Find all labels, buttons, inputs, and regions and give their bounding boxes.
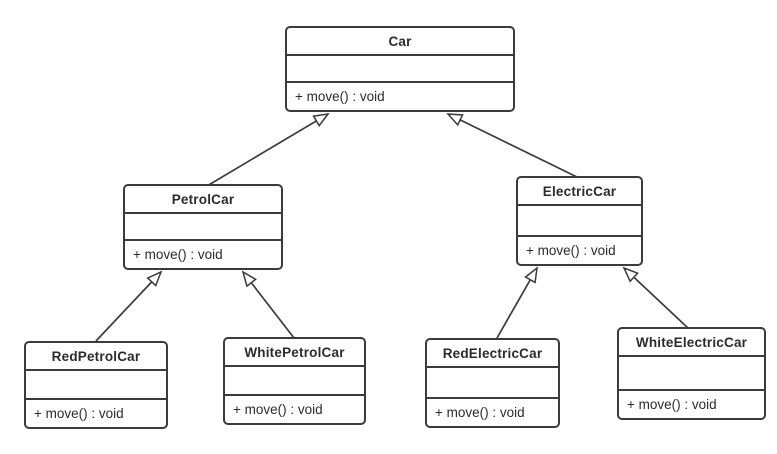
class-method: + move() : void — [287, 81, 513, 110]
class-method: + move() : void — [26, 398, 166, 427]
edge-whiteelectriccar-to-electriccar — [622, 266, 689, 329]
class-box-petrolcar[interactable]: PetrolCar + move() : void — [123, 184, 283, 270]
class-method: + move() : void — [225, 394, 364, 423]
class-attributes-compartment — [26, 369, 166, 398]
class-name: RedElectricCar — [442, 345, 543, 361]
class-box-redpetrolcar[interactable]: RedPetrolCar + move() : void — [24, 341, 168, 429]
class-name: PetrolCar — [171, 191, 235, 207]
edge-electriccar-to-car — [446, 113, 578, 178]
class-name: ElectricCar — [542, 183, 617, 199]
class-attributes-compartment — [287, 54, 513, 81]
class-attributes-compartment — [619, 355, 764, 389]
class-method: + move() : void — [518, 235, 641, 264]
class-attributes-compartment — [225, 365, 364, 394]
class-box-electriccar[interactable]: ElectricCar + move() : void — [516, 176, 643, 266]
edge-redpetrolcar-to-petrolcar — [95, 270, 163, 342]
class-box-whitepetrolcar[interactable]: WhitePetrolCar + move() : void — [223, 337, 366, 425]
class-box-redelectriccar[interactable]: RedElectricCar + move() : void — [425, 338, 560, 428]
class-box-car[interactable]: Car + move() : void — [285, 26, 515, 112]
edge-whitepetrolcar-to-petrolcar — [241, 270, 295, 339]
class-name: WhitePetrolCar — [244, 344, 345, 360]
class-attributes-compartment — [518, 204, 641, 235]
class-attributes-compartment — [125, 212, 281, 239]
class-method: + move() : void — [619, 389, 764, 418]
class-method: + move() : void — [125, 239, 281, 268]
class-method: + move() : void — [427, 397, 558, 426]
class-name: WhiteElectricCar — [635, 334, 748, 350]
edge-redelectriccar-to-electriccar — [496, 266, 538, 339]
class-name: Car — [388, 33, 412, 49]
class-name: RedPetrolCar — [51, 348, 141, 364]
edge-petrolcar-to-car — [206, 112, 330, 187]
class-box-whiteelectriccar[interactable]: WhiteElectricCar + move() : void — [617, 327, 766, 420]
class-attributes-compartment — [427, 366, 558, 397]
